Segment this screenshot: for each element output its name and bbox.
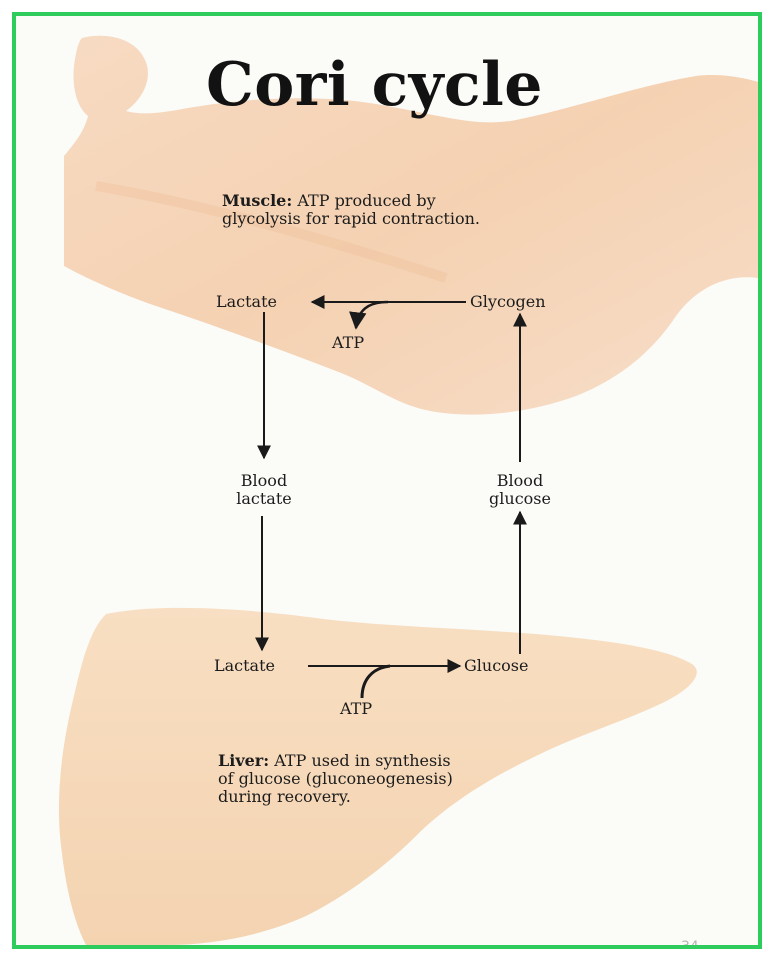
illustration-layer <box>16 16 758 945</box>
muscle-text-line2: glycolysis for rapid contraction. <box>222 210 480 228</box>
slide: Cori cycle Muscle: ATP produced by glyco… <box>12 12 762 949</box>
liver-text-line3: during recovery. <box>218 788 351 806</box>
blood-glucose-line1: Blood <box>470 472 570 490</box>
muscle-description: Muscle: ATP produced by <box>222 192 436 210</box>
blood-glucose-line2: glucose <box>470 490 570 508</box>
node-blood-lactate: Blood lactate <box>214 472 314 508</box>
node-muscle-atp: ATP <box>332 334 364 352</box>
blood-lactate-line1: Blood <box>214 472 314 490</box>
node-liver-glucose: Glucose <box>464 657 528 675</box>
liver-text-line1: ATP used in synthesis <box>274 751 450 770</box>
muscle-heading: Muscle: <box>222 191 292 210</box>
blood-lactate-line2: lactate <box>214 490 314 508</box>
liver-description: Liver: ATP used in synthesis <box>218 752 451 770</box>
muscle-text-line1: ATP produced by <box>297 191 435 210</box>
node-muscle-lactate: Lactate <box>216 293 277 311</box>
liver-heading: Liver: <box>218 751 269 770</box>
liver-text-line2: of glucose (gluconeogenesis) <box>218 770 453 788</box>
node-glycogen: Glycogen <box>470 293 546 311</box>
page-number: 34 <box>681 939 699 949</box>
node-liver-atp: ATP <box>340 700 372 718</box>
node-liver-lactate: Lactate <box>214 657 275 675</box>
node-blood-glucose: Blood glucose <box>470 472 570 508</box>
slide-title: Cori cycle <box>206 50 566 120</box>
